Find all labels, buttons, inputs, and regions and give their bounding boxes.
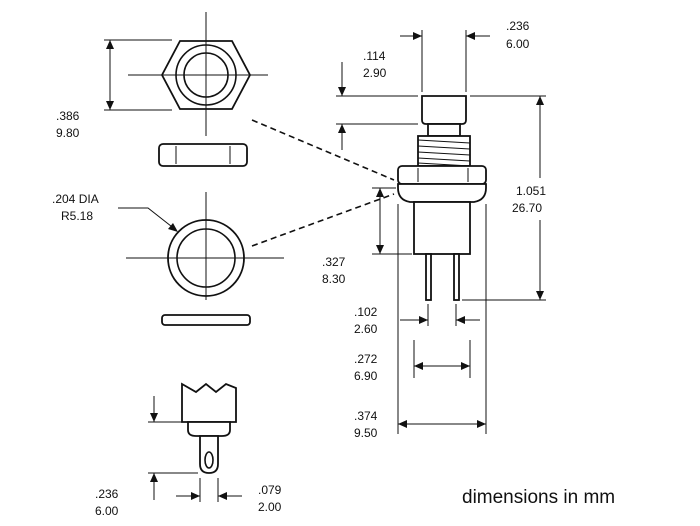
- switch-side-view: [397, 95, 487, 301]
- switch-thread-lines: [417, 139, 471, 167]
- terminal-width-arrow-right: [218, 492, 227, 500]
- switch-cap: [421, 95, 467, 125]
- switch-body: [413, 201, 471, 255]
- terminal-spacing-dimension: [400, 304, 480, 326]
- terminal-spacing-inch: .102: [354, 305, 378, 319]
- cap-width-dimension: [400, 30, 490, 92]
- body-height-mm: 8.30: [322, 272, 346, 286]
- projection-line-nut: [251, 119, 395, 181]
- total-height-arrow-top: [536, 96, 544, 105]
- terminal-length-arrow-top: [150, 413, 158, 422]
- flange-width-inch: .374: [354, 409, 378, 423]
- hex-nut-side-view: [158, 143, 248, 167]
- projection-line-washer: [251, 193, 395, 247]
- body-height-dimension: [372, 187, 412, 255]
- total-height-arrow-bottom: [536, 291, 544, 300]
- body-height-arrow-top: [376, 188, 384, 197]
- hex-nut-width-inch: .386: [56, 109, 80, 123]
- washer-hole-inch: .204 DIA: [52, 192, 99, 206]
- cap-height-arrow-bottom: [338, 124, 346, 133]
- terminal-width-arrow-left: [191, 492, 200, 500]
- terminal-spacing-arrow-right: [456, 316, 465, 324]
- cap-width-inch: .236: [506, 19, 530, 33]
- terminal-spacing-arrow-left: [419, 316, 428, 324]
- terminal-detail-view: [181, 382, 237, 474]
- flange-width-dimension: [397, 204, 487, 434]
- body-width-inch: .272: [354, 352, 378, 366]
- terminal-length-dimension: [148, 396, 198, 500]
- washer-hole-leader: [118, 207, 177, 231]
- total-height-mm: 26.70: [512, 201, 542, 215]
- terminal-width-dimension: [176, 478, 242, 502]
- cap-width-mm: 6.00: [506, 37, 530, 51]
- terminal-detail-body: [181, 382, 237, 423]
- hex-nut-side-outline: [158, 143, 248, 167]
- terminal-width-mm: 2.00: [258, 500, 282, 514]
- cap-width-arrow-left: [413, 32, 422, 40]
- body-width-dimension: [413, 340, 471, 378]
- cap-height-dimension: [336, 62, 418, 150]
- cap-height-inch: .114: [363, 49, 386, 63]
- washer-side-outline: [161, 314, 251, 326]
- hex-dim-arrow-top: [106, 40, 114, 49]
- switch-terminal-right: [453, 253, 460, 301]
- body-width-mm: 6.90: [354, 369, 378, 383]
- terminal-detail-hole: [204, 451, 214, 469]
- switch-plunger-neck: [427, 123, 461, 137]
- dimensions-caption: dimensions in mm: [462, 487, 615, 508]
- cap-height-arrow-top: [338, 87, 346, 96]
- body-height-arrow-bottom: [376, 245, 384, 254]
- terminal-length-mm: 6.00: [95, 504, 119, 518]
- hex-dim-arrow-bottom: [106, 101, 114, 110]
- terminal-spacing-mm: 2.60: [354, 322, 378, 336]
- terminal-width-inch: .079: [258, 483, 282, 497]
- flange-width-arrow-right: [477, 420, 486, 428]
- cap-width-arrow-right: [466, 32, 475, 40]
- washer-hole-mm: R5.18: [61, 209, 93, 223]
- switch-terminal-left: [425, 253, 432, 301]
- washer-hole-leader-arrow: [168, 223, 178, 232]
- body-width-arrow-right: [461, 362, 470, 370]
- terminal-length-inch: .236: [95, 487, 119, 501]
- terminal-detail-tab: [199, 435, 219, 474]
- flange-width-arrow-left: [398, 420, 407, 428]
- hex-nut-width-mm: 9.80: [56, 126, 80, 140]
- terminal-detail-shoulder: [187, 421, 231, 437]
- switch-flange: [397, 183, 487, 203]
- flange-width-mm: 9.50: [354, 426, 378, 440]
- terminal-length-arrow-bottom: [150, 473, 158, 482]
- hex-nut-top-view: [104, 12, 268, 136]
- total-height-inch: 1.051: [516, 184, 546, 198]
- total-height-dimension: [462, 95, 546, 301]
- washer-top-view: [118, 192, 284, 300]
- body-width-arrow-left: [414, 362, 423, 370]
- cap-height-mm: 2.90: [363, 66, 387, 80]
- switch-mounting-nut: [397, 165, 487, 185]
- body-height-inch: .327: [322, 255, 346, 269]
